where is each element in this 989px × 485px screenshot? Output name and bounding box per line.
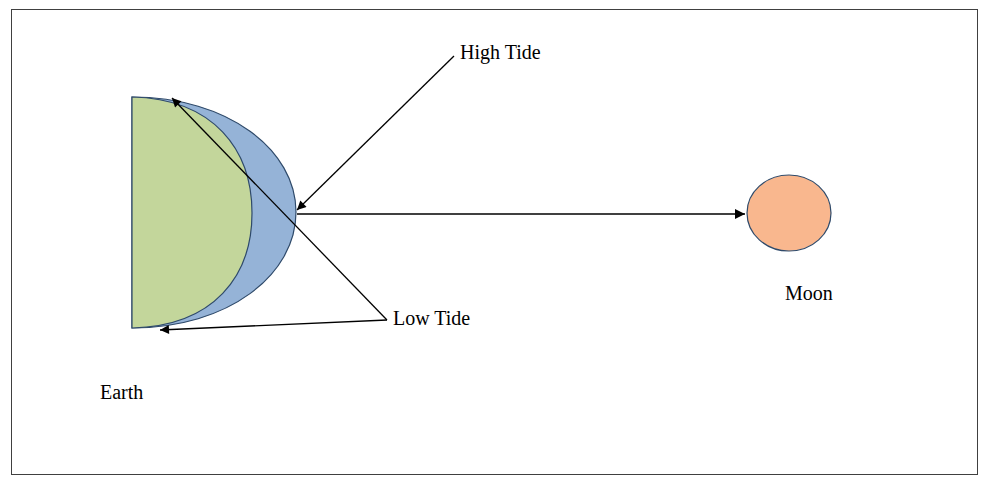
moon-figure <box>745 173 833 253</box>
node-label: Moon <box>785 281 833 305</box>
earth-land <box>132 97 252 328</box>
leader-line <box>297 56 454 210</box>
callout-label: High Tide <box>460 40 541 64</box>
frame <box>12 10 978 475</box>
earth-node: Earth <box>98 95 297 404</box>
leader-line <box>160 320 387 330</box>
node-label: Earth <box>100 380 297 404</box>
earth-figure <box>98 95 297 335</box>
callout-label: Low Tide <box>393 306 470 330</box>
ocean-bulge <box>132 97 296 328</box>
moon-circle <box>747 175 831 251</box>
leader-line <box>172 98 387 320</box>
moon-node: Moon <box>745 173 833 305</box>
arrow-connector <box>297 213 745 214</box>
